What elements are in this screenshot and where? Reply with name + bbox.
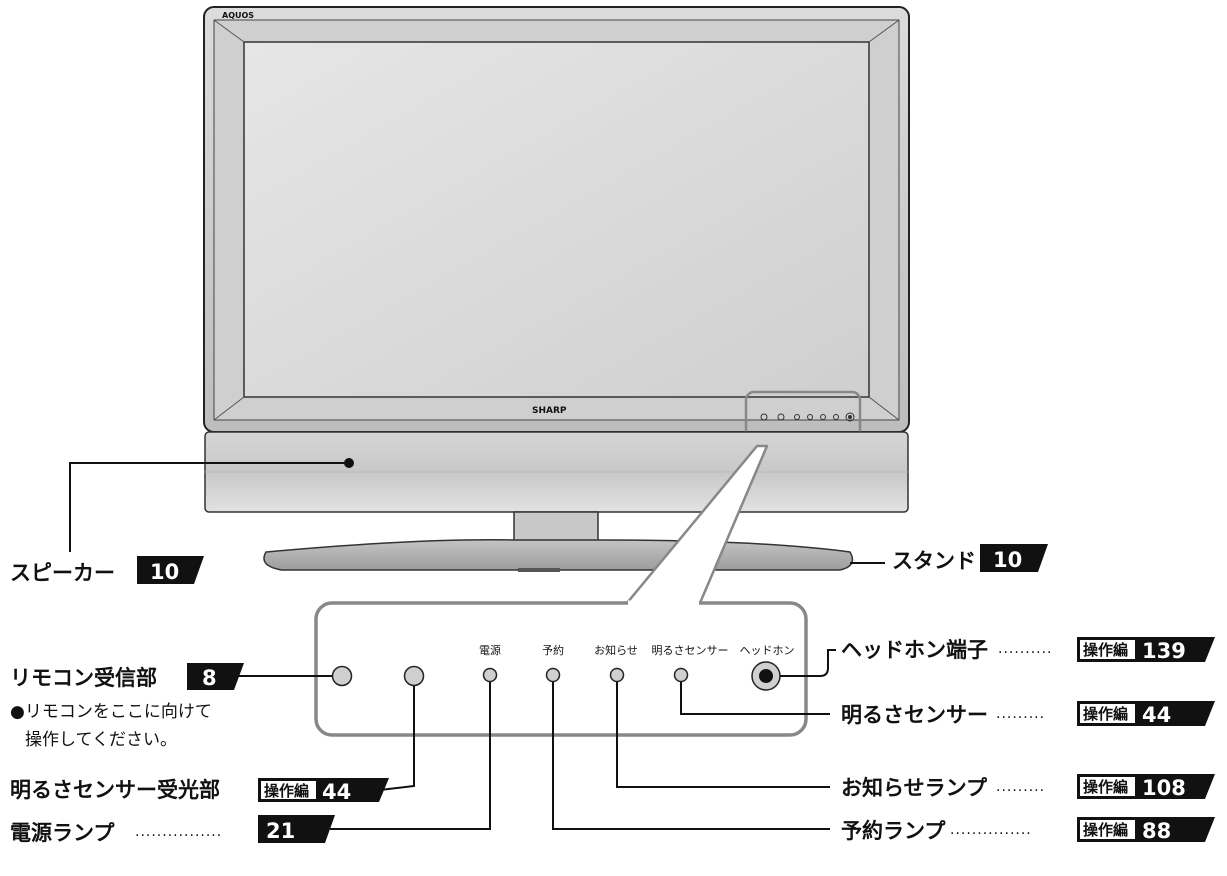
page-ref-notice-lamp: 操作編 108 — [1077, 774, 1215, 800]
sharp-logo: SHARP — [532, 406, 567, 416]
svg-text:139: 139 — [1142, 639, 1186, 663]
panel-label-timer: 予約 — [542, 643, 564, 657]
power-lamp-label: 電源ランプ — [10, 821, 115, 845]
svg-text:操作編: 操作編 — [1083, 821, 1128, 839]
svg-text:88: 88 — [1142, 819, 1171, 843]
svg-text:10: 10 — [150, 560, 179, 584]
leader-lines — [69, 462, 885, 830]
svg-text:108: 108 — [1142, 776, 1186, 800]
svg-text:44: 44 — [322, 780, 351, 804]
svg-text:44: 44 — [1142, 703, 1171, 727]
bright-receiver-label: 明るさセンサー受光部 — [10, 778, 220, 802]
page-ref-headphone-jack: 操作編 139 — [1077, 637, 1215, 663]
timer-lamp-label: 予約ランプ — [841, 819, 946, 843]
aquos-logo: AQUOS — [222, 11, 254, 20]
remote-receiver-label: リモコン受信部 — [10, 666, 157, 690]
bright-sensor-label: 明るさセンサー — [841, 703, 988, 727]
panel-label-bright: 明るさセンサー — [652, 644, 729, 657]
svg-text:8: 8 — [202, 666, 217, 690]
panel-label-headphone: ヘッドホン — [740, 644, 795, 657]
svg-text:操作編: 操作編 — [1083, 778, 1128, 796]
remote-note-2: 操作してください。 — [25, 730, 177, 750]
svg-text:21: 21 — [266, 819, 295, 843]
power-lamp-dots: ················ — [135, 828, 222, 844]
svg-text:操作編: 操作編 — [1083, 641, 1128, 659]
svg-text:操作編: 操作編 — [264, 782, 309, 800]
page-ref-bright-receiver: 操作編 44 — [258, 778, 389, 804]
bright-sensor-dots: ········· — [996, 710, 1045, 726]
speaker-label: スピーカー — [10, 561, 115, 585]
timer-lamp-dots: ··············· — [950, 826, 1032, 842]
notice-lamp-dots: ········· — [996, 783, 1045, 799]
page-ref-remote: 8 — [187, 663, 244, 690]
remote-note-1: ●リモコンをここに向けて — [10, 702, 212, 722]
speaker-dot — [344, 458, 354, 468]
svg-text:10: 10 — [993, 548, 1022, 572]
panel-label-power: 電源 — [479, 643, 501, 657]
page-ref-timer-lamp: 操作編 88 — [1077, 817, 1215, 843]
page-ref-bright-sensor: 操作編 44 — [1077, 701, 1215, 727]
speaker-bar — [204, 431, 909, 513]
panel-label-notice: お知らせ — [594, 643, 638, 657]
headphone-jack-label: ヘッドホン端子 — [841, 638, 988, 662]
notice-lamp-label: お知らせランプ — [841, 776, 988, 800]
enlarged-panel — [314, 600, 808, 737]
tv-frame — [203, 6, 910, 433]
stand-label: スタンド — [892, 549, 976, 573]
headphone-jack-dots: ·········· — [998, 645, 1053, 661]
svg-text:操作編: 操作編 — [1083, 705, 1128, 723]
stand — [263, 511, 854, 572]
page-ref-speaker: 10 — [137, 556, 204, 584]
page-ref-power-lamp: 21 — [258, 815, 335, 843]
page-ref-stand: 10 — [980, 544, 1048, 572]
